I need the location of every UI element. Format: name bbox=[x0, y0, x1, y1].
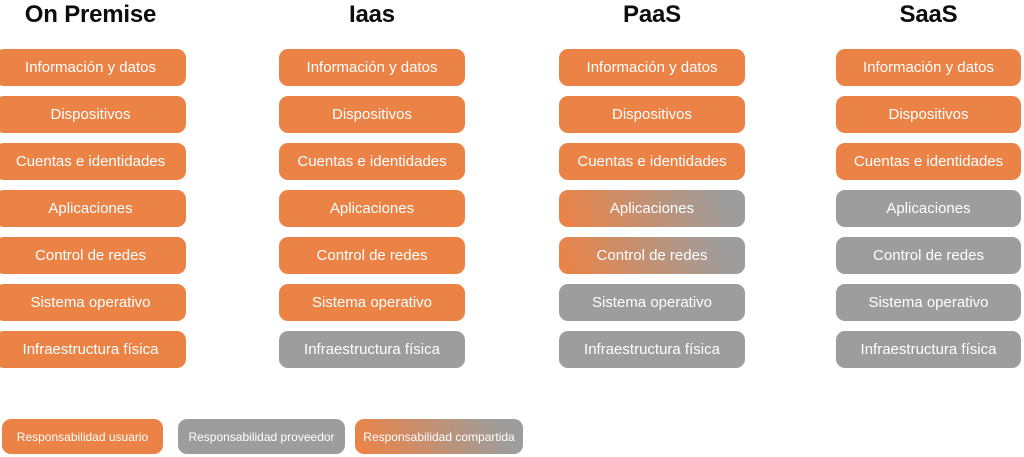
matrix-cell-label: Sistema operativo bbox=[868, 294, 989, 311]
matrix-cell-label: Cuentas e identidades bbox=[577, 153, 727, 170]
matrix-cell-paas-0: Información y datos bbox=[559, 49, 745, 86]
matrix-cell-label: Infraestructura física bbox=[584, 341, 720, 358]
matrix-cell-label: Control de redes bbox=[873, 247, 984, 264]
matrix-cell-iaas-3: Aplicaciones bbox=[279, 190, 465, 227]
matrix-cell-on-premise-0: Información y datos bbox=[0, 49, 186, 86]
legend-item-user: Responsabilidad usuario bbox=[2, 419, 163, 454]
matrix-cell-on-premise-1: Dispositivos bbox=[0, 96, 186, 133]
matrix-cell-label: Dispositivos bbox=[50, 106, 131, 123]
matrix-cell-on-premise-4: Control de redes bbox=[0, 237, 186, 274]
matrix-cell-paas-4: Control de redes bbox=[559, 237, 745, 274]
matrix-cell-on-premise-6: Infraestructura física bbox=[0, 331, 186, 368]
matrix-cell-saas-6: Infraestructura física bbox=[836, 331, 1021, 368]
matrix-cell-paas-3: Aplicaciones bbox=[559, 190, 745, 227]
matrix-cell-label: Cuentas e identidades bbox=[853, 153, 1004, 170]
matrix-cell-on-premise-3: Aplicaciones bbox=[0, 190, 186, 227]
matrix-cell-saas-5: Sistema operativo bbox=[836, 284, 1021, 321]
matrix-cell-on-premise-5: Sistema operativo bbox=[0, 284, 186, 321]
matrix-cell-label: Dispositivos bbox=[888, 106, 969, 123]
matrix-cell-label: Información y datos bbox=[25, 59, 156, 76]
matrix-cell-iaas-5: Sistema operativo bbox=[279, 284, 465, 321]
matrix-cell-label: Aplicaciones bbox=[886, 200, 971, 217]
matrix-cell-paas-5: Sistema operativo bbox=[559, 284, 745, 321]
matrix-cell-label: Infraestructura física bbox=[304, 341, 440, 358]
column-title-on-premise: On Premise bbox=[24, 1, 157, 28]
matrix-cell-label: Control de redes bbox=[35, 247, 146, 264]
matrix-cell-label: Aplicaciones bbox=[329, 200, 415, 217]
legend-item-provider: Responsabilidad proveedor bbox=[178, 419, 345, 454]
matrix-cell-on-premise-2: Cuentas e identidades bbox=[0, 143, 186, 180]
matrix-cell-iaas-2: Cuentas e identidades bbox=[279, 143, 465, 180]
matrix-cell-saas-0: Información y datos bbox=[836, 49, 1021, 86]
matrix-cell-label: Información y datos bbox=[306, 59, 438, 76]
matrix-cell-iaas-0: Información y datos bbox=[279, 49, 465, 86]
matrix-cell-label: Aplicaciones bbox=[48, 200, 133, 217]
legend-item-shared: Responsabilidad compartida bbox=[355, 419, 523, 454]
column-title-saas: SaaS bbox=[899, 1, 958, 28]
matrix-cell-label: Cuentas e identidades bbox=[297, 153, 447, 170]
matrix-cell-label: Aplicaciones bbox=[609, 200, 695, 217]
matrix-cell-paas-6: Infraestructura física bbox=[559, 331, 745, 368]
matrix-cell-label: Sistema operativo bbox=[30, 294, 151, 311]
matrix-cell-label: Dispositivos bbox=[331, 106, 413, 123]
column-title-paas: PaaS bbox=[623, 1, 681, 28]
matrix-cell-label: Control de redes bbox=[596, 247, 708, 264]
matrix-cell-label: Información y datos bbox=[863, 59, 994, 76]
matrix-cell-paas-2: Cuentas e identidades bbox=[559, 143, 745, 180]
matrix-cell-iaas-1: Dispositivos bbox=[279, 96, 465, 133]
matrix-cell-label: Infraestructura física bbox=[22, 341, 159, 358]
column-title-iaas: Iaas bbox=[349, 1, 395, 28]
matrix-cell-iaas-6: Infraestructura física bbox=[279, 331, 465, 368]
matrix-cell-label: Información y datos bbox=[586, 59, 718, 76]
matrix-cell-label: Sistema operativo bbox=[591, 294, 713, 311]
matrix-cell-saas-3: Aplicaciones bbox=[836, 190, 1021, 227]
matrix-cell-label: Sistema operativo bbox=[311, 294, 433, 311]
matrix-cell-saas-4: Control de redes bbox=[836, 237, 1021, 274]
matrix-cell-paas-1: Dispositivos bbox=[559, 96, 745, 133]
matrix-cell-saas-2: Cuentas e identidades bbox=[836, 143, 1021, 180]
matrix-cell-label: Infraestructura física bbox=[860, 341, 997, 358]
legend-item-label: Responsabilidad proveedor bbox=[188, 429, 335, 444]
matrix-cell-label: Cuentas e identidades bbox=[15, 153, 166, 170]
legend-item-label: Responsabilidad compartida bbox=[363, 429, 515, 444]
matrix-cell-label: Control de redes bbox=[316, 247, 428, 264]
matrix-cell-saas-1: Dispositivos bbox=[836, 96, 1021, 133]
matrix-cell-iaas-4: Control de redes bbox=[279, 237, 465, 274]
legend-item-label: Responsabilidad usuario bbox=[16, 429, 149, 444]
matrix-cell-label: Dispositivos bbox=[611, 106, 693, 123]
